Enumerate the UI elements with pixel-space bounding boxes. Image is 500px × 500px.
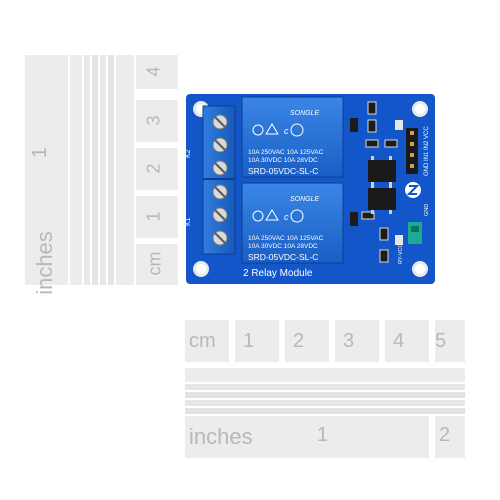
ruler-stripe xyxy=(100,55,106,285)
cm-row-unit xyxy=(185,320,229,362)
inch-block-large xyxy=(25,55,68,285)
relay-model: SRD-05VDC-SL-C xyxy=(248,252,318,262)
mounting-hole-icon xyxy=(193,261,209,277)
relay-rating-1: 10A 250VAC 10A 125VAC xyxy=(248,149,324,156)
certification-icon: c xyxy=(252,123,304,137)
relay-model: SRD-05VDC-SL-C xyxy=(248,166,318,176)
smd-resistors xyxy=(361,101,398,263)
svg-text:c: c xyxy=(284,126,289,136)
jd-gnd-label: GND xyxy=(424,204,430,216)
relay-brand: SONGLE xyxy=(290,110,320,117)
ruler-stripe xyxy=(185,400,465,406)
led-indicator xyxy=(395,120,403,130)
mounting-hole-icon xyxy=(412,101,428,117)
module-title: 2 Relay Module xyxy=(243,268,313,279)
svg-text:c: c xyxy=(284,212,289,222)
optocoupler-chip xyxy=(368,184,396,214)
horizontal-cm-mark-4: 4 xyxy=(393,330,405,352)
horizontal-cm-mark-2: 2 xyxy=(293,330,305,352)
horizontal-inch-unit: inches xyxy=(189,424,253,449)
horizontal-cm-mark-3: 3 xyxy=(343,330,355,352)
ruler-stripe xyxy=(70,55,82,285)
brand-logo-icon xyxy=(405,182,421,198)
header-pin-labels: GND IN1 IN2 VCC xyxy=(424,126,430,176)
relay-bottom: SONGLE c 10A 250VAC 10A 125VAC 10A 30VDC… xyxy=(241,182,344,264)
optocoupler-chip xyxy=(368,156,396,186)
cm-block-4 xyxy=(136,55,178,89)
vertical-ruler: 1 inches 4 3 2 1 cm xyxy=(25,55,178,295)
diode xyxy=(350,212,358,226)
cm-block-3 xyxy=(136,100,178,142)
relay-rating-2: 10A 30VDC 10A 28VDC xyxy=(248,157,318,164)
ruler-stripe xyxy=(185,392,465,398)
relay-rating-2: 10A 30VDC 10A 28VDC xyxy=(248,243,318,250)
screw-terminal-block xyxy=(202,105,236,255)
horizontal-inch-mark-1: 1 xyxy=(317,424,329,446)
ruler-stripe xyxy=(92,55,98,285)
cm-block-1 xyxy=(136,196,178,238)
k1-label: K1 xyxy=(185,217,192,226)
ruler-stripe xyxy=(185,384,465,390)
k2-label: K2 xyxy=(185,149,192,158)
ruler-stripe xyxy=(116,55,134,285)
inch-row-2 xyxy=(435,416,465,458)
ruler-stripe xyxy=(108,55,114,285)
horizontal-cm-mark-1: 1 xyxy=(243,330,255,352)
jumper-label: RY-VCC xyxy=(398,243,404,264)
certification-icon: c xyxy=(252,209,304,223)
mounting-hole-icon xyxy=(412,261,428,277)
relay-rating-1: 10A 250VAC 10A 125VAC xyxy=(248,235,324,242)
cm-row-1 xyxy=(235,320,279,362)
jumper xyxy=(408,222,422,244)
horizontal-cm-mark-5: 5 xyxy=(435,330,447,352)
cm-row-2 xyxy=(285,320,329,362)
ruler-stripe xyxy=(185,408,465,414)
cm-block-unit xyxy=(136,244,178,285)
cm-row-4 xyxy=(385,320,429,362)
diode xyxy=(350,118,358,132)
ruler-stripe xyxy=(84,55,90,285)
horizontal-cm-unit: cm xyxy=(189,330,216,352)
ruler-stripe xyxy=(185,368,465,382)
horizontal-inch-mark-2: 2 xyxy=(439,424,451,446)
horizontal-ruler: cm 1 2 3 4 5 inches 1 2 xyxy=(185,320,465,460)
relay-brand: SONGLE xyxy=(290,196,320,203)
cm-row-3 xyxy=(335,320,379,362)
cm-row-5 xyxy=(435,320,465,362)
inch-row-large xyxy=(185,416,429,458)
led-indicator xyxy=(395,235,403,245)
cm-block-2 xyxy=(136,148,178,190)
pin-header xyxy=(406,128,418,174)
relay-top: SONGLE c 10A 250VAC 10A 125VAC 10A 30VDC… xyxy=(241,96,344,178)
